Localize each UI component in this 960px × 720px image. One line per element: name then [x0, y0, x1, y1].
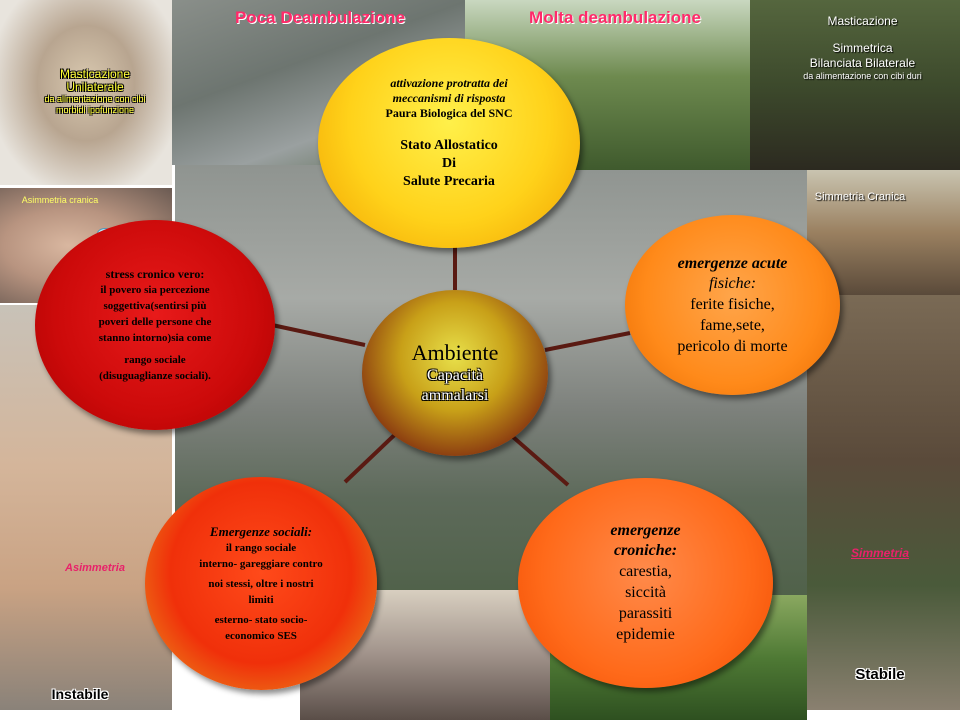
center-title: Ambiente [411, 340, 499, 365]
cart-chewing-label: Masticazione Unilaterale da alimentazion… [44, 67, 146, 116]
bubble-br-line2: croniche: [613, 542, 678, 559]
man-chewing-label: Masticazione Simmetrica Bilanciata Bilat… [803, 14, 922, 81]
bubble-br-line4: siccità [625, 584, 666, 601]
bubble-top-line2: meccanismi di risposta [392, 90, 506, 105]
bubble-center-environment: Ambiente Capacità ammalarsi [362, 290, 548, 456]
bubble-top-line3: Paura Biologica del SNC [385, 105, 513, 120]
unstable-label: Instabile [51, 686, 109, 702]
bubble-top-line6: Salute Precaria [403, 173, 495, 189]
center-subtitle-1: Capacità [427, 367, 483, 384]
bubble-bl-line4: noi stessi, oltre i nostri [208, 578, 314, 590]
stable-label: Stabile [855, 666, 905, 683]
bubble-social-emergencies: Emergenze sociali: il rango sociale inte… [145, 477, 377, 690]
symmetry-label: Simmetria [850, 546, 910, 560]
bubble-right-line4: fame,sete, [700, 316, 765, 334]
bubble-right-line2: fisiche: [708, 274, 757, 292]
bubble-bl-line6: esterno- stato socio- [214, 614, 308, 626]
bubble-left-line4: poveri delle persone che [98, 316, 212, 328]
bubble-br-line1: emergenze [610, 522, 681, 539]
bubble-bl-line3: interno- gareggiare contro [199, 558, 323, 570]
center-subtitle-2: ammalarsi [421, 387, 489, 404]
bubble-right-line3: ferite fisiche, [690, 295, 775, 313]
bubble-top-line5: Di [442, 155, 456, 171]
bubble-right-line1: emergenze acute [677, 254, 788, 272]
bubble-left-line1: stress cronico vero: [105, 267, 205, 281]
bubble-bl-line2: il rango sociale [225, 542, 297, 554]
forest-title: Molta deambulazione [529, 8, 701, 27]
shopping-cart-photo [0, 0, 172, 185]
bubble-right-line5: pericolo di morte [677, 337, 788, 355]
connector-right [544, 331, 631, 352]
cranial-symmetry-label: Simmetria Cranica [814, 191, 906, 203]
connector-bottom-right [503, 428, 570, 487]
bubble-br-line5: parassiti [618, 605, 673, 622]
bubble-chronic-emergencies: emergenze croniche: carestia, siccità pa… [518, 478, 773, 688]
bubble-left-line2: il povero sia percezione [100, 284, 210, 296]
traffic-title: Poca Deambulazione [234, 8, 406, 27]
bubble-left-line7: (disuguaglianze sociali). [99, 370, 211, 382]
tribal-dancers-photo [807, 295, 960, 710]
asymmetry-label: Asimmetria [65, 562, 125, 574]
bubble-chronic-stress: stress cronico vero: il povero sia perce… [35, 220, 275, 430]
connector-left [271, 323, 366, 347]
bubble-br-line6: epidemie [616, 626, 675, 643]
bubble-top-line4: Stato Allostatico [400, 137, 498, 153]
bubble-bl-line5: limiti [248, 594, 274, 606]
bubble-left-line6: rango sociale [124, 354, 186, 366]
bubble-bl-line1: Emergenze sociali: [209, 524, 313, 539]
man-with-coconut-photo [750, 0, 960, 170]
bubble-left-line5: stanno intorno)sia come [98, 332, 212, 344]
bubble-acute-emergencies: emergenze acute fisiche: ferite fisiche,… [625, 215, 840, 395]
face-asymmetry-label: Asimmetria cranica [21, 195, 99, 205]
bubble-left-line3: soggettiva(sentirsi più [103, 300, 207, 312]
bubble-allostatic-state: attivazione protratta dei meccanismi di … [318, 38, 580, 248]
bubble-br-line3: carestia, [619, 563, 672, 580]
bubble-bl-line7: economico SES [225, 630, 297, 642]
bubble-top-line1: attivazione protratta dei [390, 75, 508, 90]
